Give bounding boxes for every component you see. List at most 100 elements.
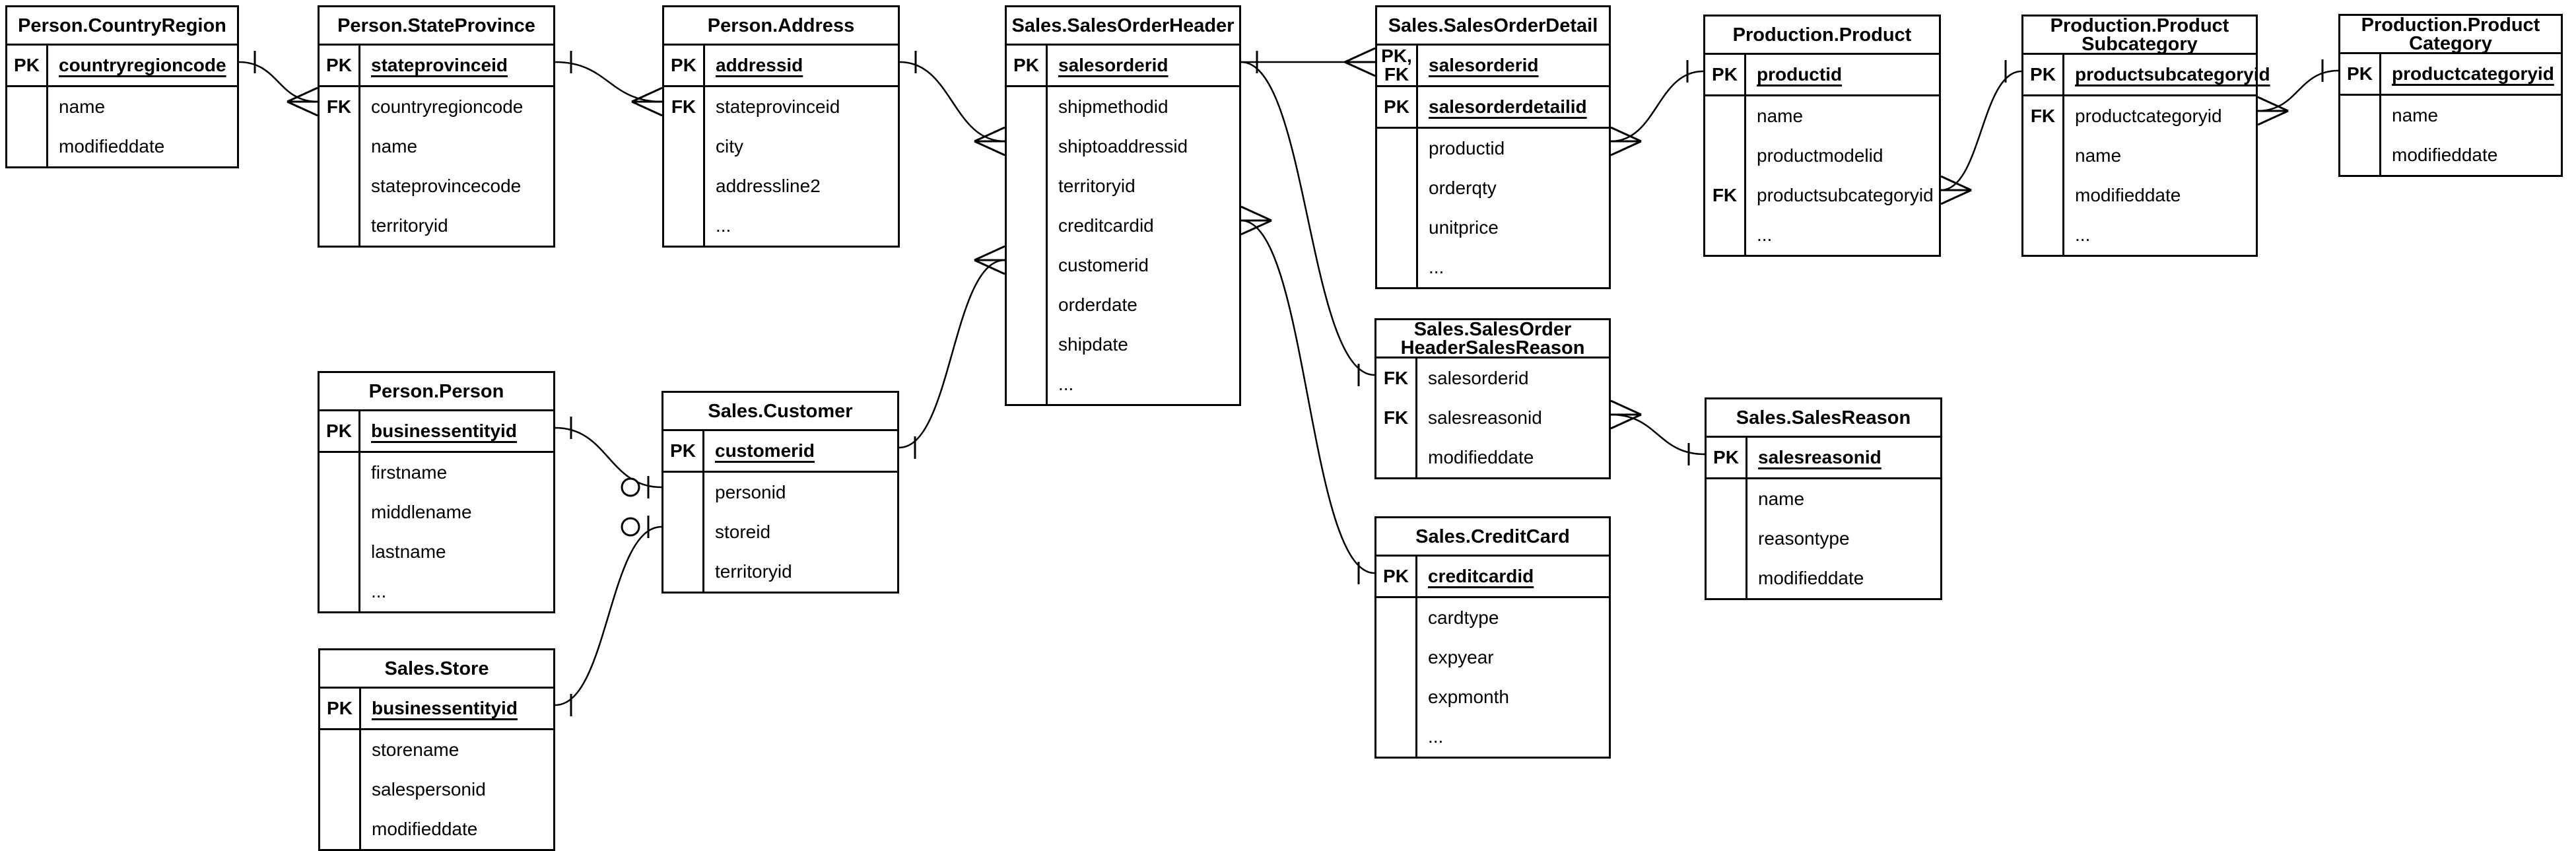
cardinality-many-marker [974,126,1005,156]
column-name: addressline2 [716,176,821,196]
column-name: name [2075,145,2122,166]
attribute-row: modifieddate [7,127,237,166]
attribute-row: modifieddate [2340,135,2561,175]
attribute-row: storename [320,730,553,770]
key-label: PK [2023,55,2064,94]
attribute-row: territoryid [1007,166,1239,206]
attribute-row: customerid [1007,246,1239,285]
column-name: storeid [715,522,771,542]
key-label [320,493,360,532]
column-name: productmodelid [1757,145,1883,166]
cardinality-zero-or-one-marker [621,516,650,538]
cardinality-many-marker [1610,126,1642,156]
key-label: PK [320,689,361,728]
attribute-row: ... [320,572,553,611]
column-name: stateprovinceid [716,96,840,117]
column-name: cardtype [1428,607,1499,628]
attribute-row: productid [1377,129,1609,168]
key-label [320,770,361,809]
key-label [1376,598,1417,638]
attribute-row: salespersonid [320,770,553,809]
key-label: FK [1376,358,1417,398]
column-name: ... [1428,726,1444,747]
table-title: Sales.SalesReason [1707,399,1940,438]
key-label [320,730,361,770]
column-name: modifieddate [1758,568,1864,588]
column-name: modifieddate [1428,447,1534,467]
attribute-row: territoryid [663,552,897,592]
attribute-row: PK businessentityid [320,689,553,728]
key-label: FK [1376,398,1417,438]
relationship-productsubcategory-productcategory [2257,69,2339,112]
attribute-row: orderqty [1377,168,1609,208]
attribute-row: addressline2 [664,166,898,206]
attribute-row: ... [1377,248,1609,287]
key-label: FK [2023,96,2064,136]
key-label: PK [664,46,705,85]
relationship-salesorderheader-creditcard [1240,219,1375,574]
attribute-row: city [664,127,898,166]
column-name: productcategoryid [2075,106,2222,126]
key-label: PK [1705,55,1746,94]
table-title: Person.Person [320,373,553,411]
attribute-row: shipmethodid [1007,87,1239,127]
relationship-salesorderheader-headersalesreason [1240,61,1375,376]
attribute-row: creditcardid [1007,206,1239,246]
attribute-row: modifieddate [1376,438,1609,477]
attribute-row: orderdate [1007,285,1239,325]
key-label: PK [7,46,48,85]
key-label [7,127,48,166]
column-name: name [1757,106,1804,126]
table-title: Sales.SalesOrder HeaderSalesReason [1376,320,1609,358]
attribute-row: ... [2023,215,2256,255]
cardinality-many-marker [1940,175,1972,205]
cardinality-many-marker [974,245,1005,275]
column-name: ... [2075,224,2091,245]
relationship-store-customer [555,526,662,706]
column-name: salesorderid [1428,368,1529,388]
column-name: lastname [371,541,446,562]
attribute-row: reasontype [1707,519,1940,559]
column-name: name [371,136,418,156]
key-label [664,127,705,166]
column-name: businessentityid [372,698,518,718]
column-name: modifieddate [2075,185,2181,205]
column-name: stateprovinceid [371,55,508,75]
table-title: Person.Address [664,7,898,46]
relationship-stateprovince-address [555,61,663,103]
